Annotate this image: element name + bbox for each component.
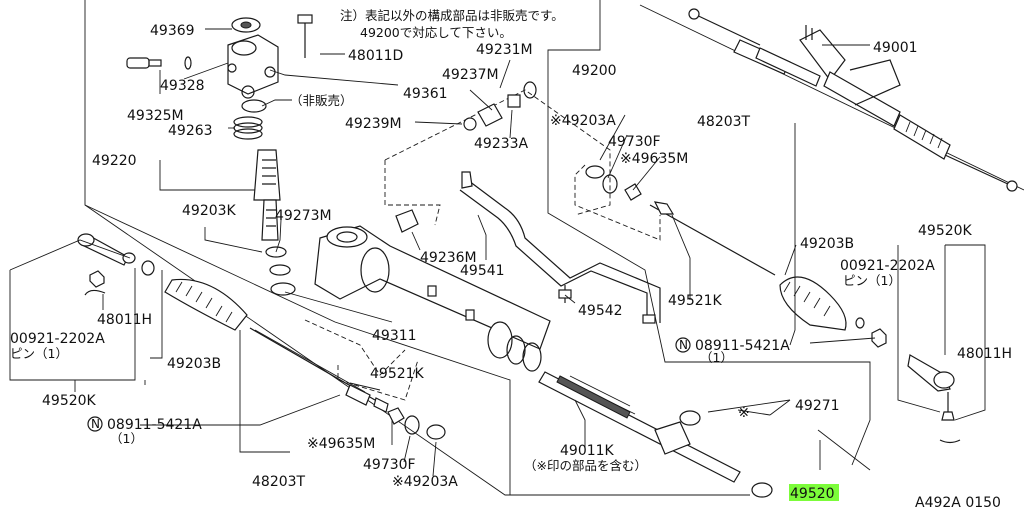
label-49203B-left: 49203B [167, 356, 221, 372]
label-49231M: 49231M [476, 42, 533, 58]
label-49203A-bottom: ※49203A [392, 474, 458, 490]
label-49203K: 49203K [182, 203, 237, 219]
label-49239M: 49239M [345, 116, 402, 132]
label-49361: 49361 [403, 86, 448, 102]
label-49635M-top: ※49635M [620, 151, 688, 167]
label-asterisk: ※ [738, 405, 750, 421]
label-hihanbai: （非販売） [290, 93, 353, 108]
label-49520[interactable]: 49520 [790, 486, 835, 502]
label-qty-right: （1） [700, 350, 733, 365]
label-49730F-top: 49730F [608, 134, 661, 150]
label-49369: 49369 [150, 23, 195, 39]
label-49541: 49541 [460, 263, 505, 279]
label-48203T-top: 48203T [697, 114, 751, 130]
label-49542: 49542 [578, 303, 623, 319]
label-00921-left: 00921-2202A [10, 331, 105, 347]
label-48011H-right: 48011H [957, 346, 1012, 362]
label-49325M: 49325M [127, 108, 184, 124]
label-49001: 49001 [873, 40, 918, 56]
label-49237M: 49237M [442, 67, 499, 83]
label-49521K-left: 49521K [370, 366, 425, 382]
rack-drawing [538, 371, 773, 498]
left-boot-tierod-drawing [77, 233, 446, 440]
label-48011H-left: 48011H [97, 312, 152, 328]
label-49233A: 49233A [474, 136, 529, 152]
label-49203B-right: 49203B [800, 236, 854, 252]
label-49203A-top: ※49203A [550, 113, 616, 129]
n-mark-right: N [679, 338, 688, 352]
label-49220: 49220 [92, 153, 137, 169]
label-49328: 49328 [160, 78, 205, 94]
highlight-49520 [789, 484, 839, 501]
part-labels: 注）表記以外の構成部品は非販売です。 49200で対応して下さい。 49369 … [10, 8, 1012, 511]
label-49520K-right: 49520K [918, 223, 973, 239]
label-00921-right: 00921-2202A [840, 258, 935, 274]
label-49521K-right: 49521K [668, 293, 723, 309]
label-49011K-note: （※印の部品を含む） [524, 458, 647, 473]
n-circle-right [675, 337, 691, 353]
label-49236M: 49236M [420, 250, 477, 266]
label-49273M: 49273M [275, 208, 332, 224]
label-49635M-bottom: ※49635M [307, 436, 375, 452]
group-outlines [84, 0, 1024, 496]
leader-lines [9, 28, 986, 477]
label-49011K: 49011K [560, 443, 615, 459]
label-49263: 49263 [168, 123, 213, 139]
steering-gear-assembly-drawing [688, 8, 1018, 192]
diagram-code: A492A 0150 [915, 495, 1001, 511]
label-08911-right: 08911-5421A [695, 338, 790, 354]
label-pin-left: ピン（1） [10, 346, 68, 361]
label-49520K-left: 49520K [42, 393, 97, 409]
note-line-2: 49200で対応して下さい。 [360, 25, 512, 40]
right-boot-tierod-drawing [574, 164, 887, 348]
n-circle-left [87, 416, 103, 432]
right-tierod-end-drawing [907, 354, 961, 444]
label-qty-left: （1） [110, 431, 143, 446]
note-line-1: 注）表記以外の構成部品は非販売です。 [340, 8, 564, 23]
pipe-section-drawing [304, 81, 661, 376]
label-49200: 49200 [572, 63, 617, 79]
label-pin-right: ピン（1） [843, 273, 901, 288]
pinion-housing-drawing [126, 14, 313, 296]
rack-housing-drawing [314, 209, 551, 372]
label-48203T-bottom: 48203T [252, 474, 306, 490]
label-49271: 49271 [795, 398, 840, 414]
label-48011D: 48011D [348, 48, 403, 64]
label-08911-left: 08911-5421A [107, 417, 202, 433]
label-49311: 49311 [372, 328, 417, 344]
label-49730F-bottom: 49730F [363, 457, 416, 473]
n-mark-left: N [91, 417, 100, 431]
